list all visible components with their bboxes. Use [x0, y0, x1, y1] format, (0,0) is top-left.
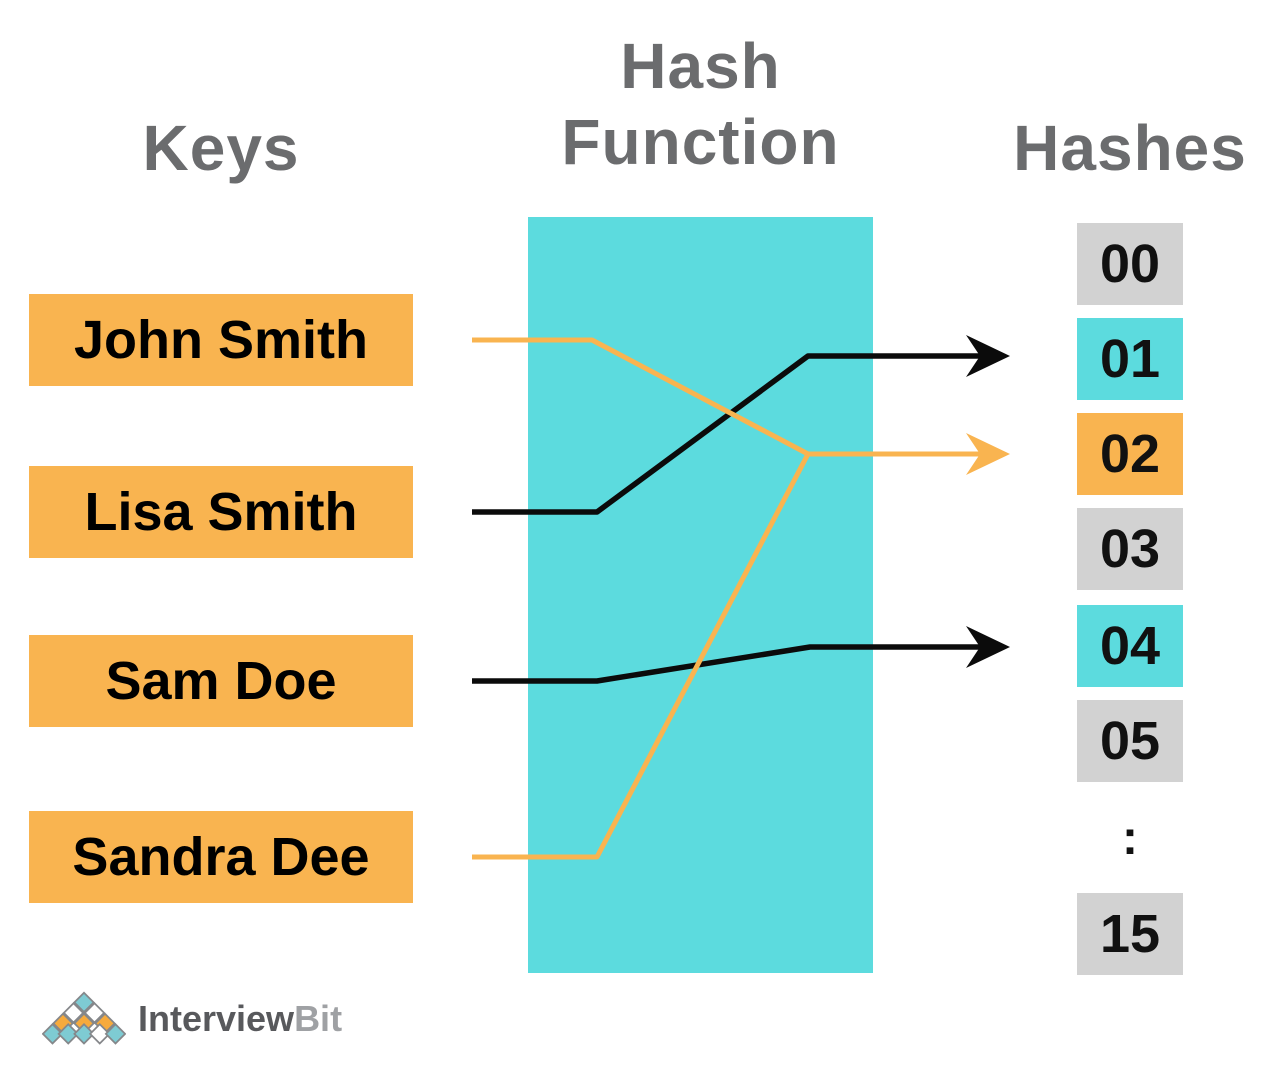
arrowhead-to-01: [966, 335, 1010, 377]
hash-function-rect: [528, 217, 873, 973]
hash-box-15: 15: [1077, 893, 1183, 975]
key-box-john-smith: John Smith: [29, 294, 413, 386]
hash-box-00: 00: [1077, 223, 1183, 305]
hash-box-15-label: 15: [1099, 904, 1161, 964]
hash-box-04: 04: [1077, 605, 1183, 687]
hash-function-heading-line1: Hash: [620, 30, 781, 102]
hash-box-01: 01: [1077, 318, 1183, 400]
hash-function-heading-line2: Function: [561, 106, 840, 178]
hashes-heading: Hashes: [1013, 112, 1247, 184]
logo-text-interview: Interview: [138, 998, 295, 1039]
logo-text-bit: Bit: [294, 998, 343, 1039]
hash-box-04-label: 04: [1099, 616, 1161, 676]
hash-ellipsis: :: [1122, 812, 1138, 865]
key-box-sam-doe: Sam Doe: [29, 635, 413, 727]
arrowhead-to-04: [966, 626, 1010, 668]
hash-box-01-label: 01: [1099, 329, 1161, 389]
interviewbit-logo: InterviewBit: [42, 990, 342, 1048]
interviewbit-pyramid-icon: [42, 991, 126, 1045]
hash-box-05-label: 05: [1099, 711, 1161, 771]
hash-box-00-label: 00: [1099, 234, 1161, 294]
hash-box-02: 02: [1077, 413, 1183, 495]
hash-box-03-label: 03: [1099, 519, 1161, 579]
hash-function-heading: Hash Function: [508, 28, 893, 180]
hash-box-02-label: 02: [1099, 424, 1161, 484]
interviewbit-logo-text: InterviewBit: [138, 990, 342, 1048]
key-box-sandra-dee: Sandra Dee: [29, 811, 413, 903]
keys-heading: Keys: [142, 112, 300, 184]
hash-box-05: 05: [1077, 700, 1183, 782]
key-box-lisa-smith: Lisa Smith: [29, 466, 413, 558]
arrowhead-to-02: [966, 433, 1010, 475]
hash-box-03: 03: [1077, 508, 1183, 590]
